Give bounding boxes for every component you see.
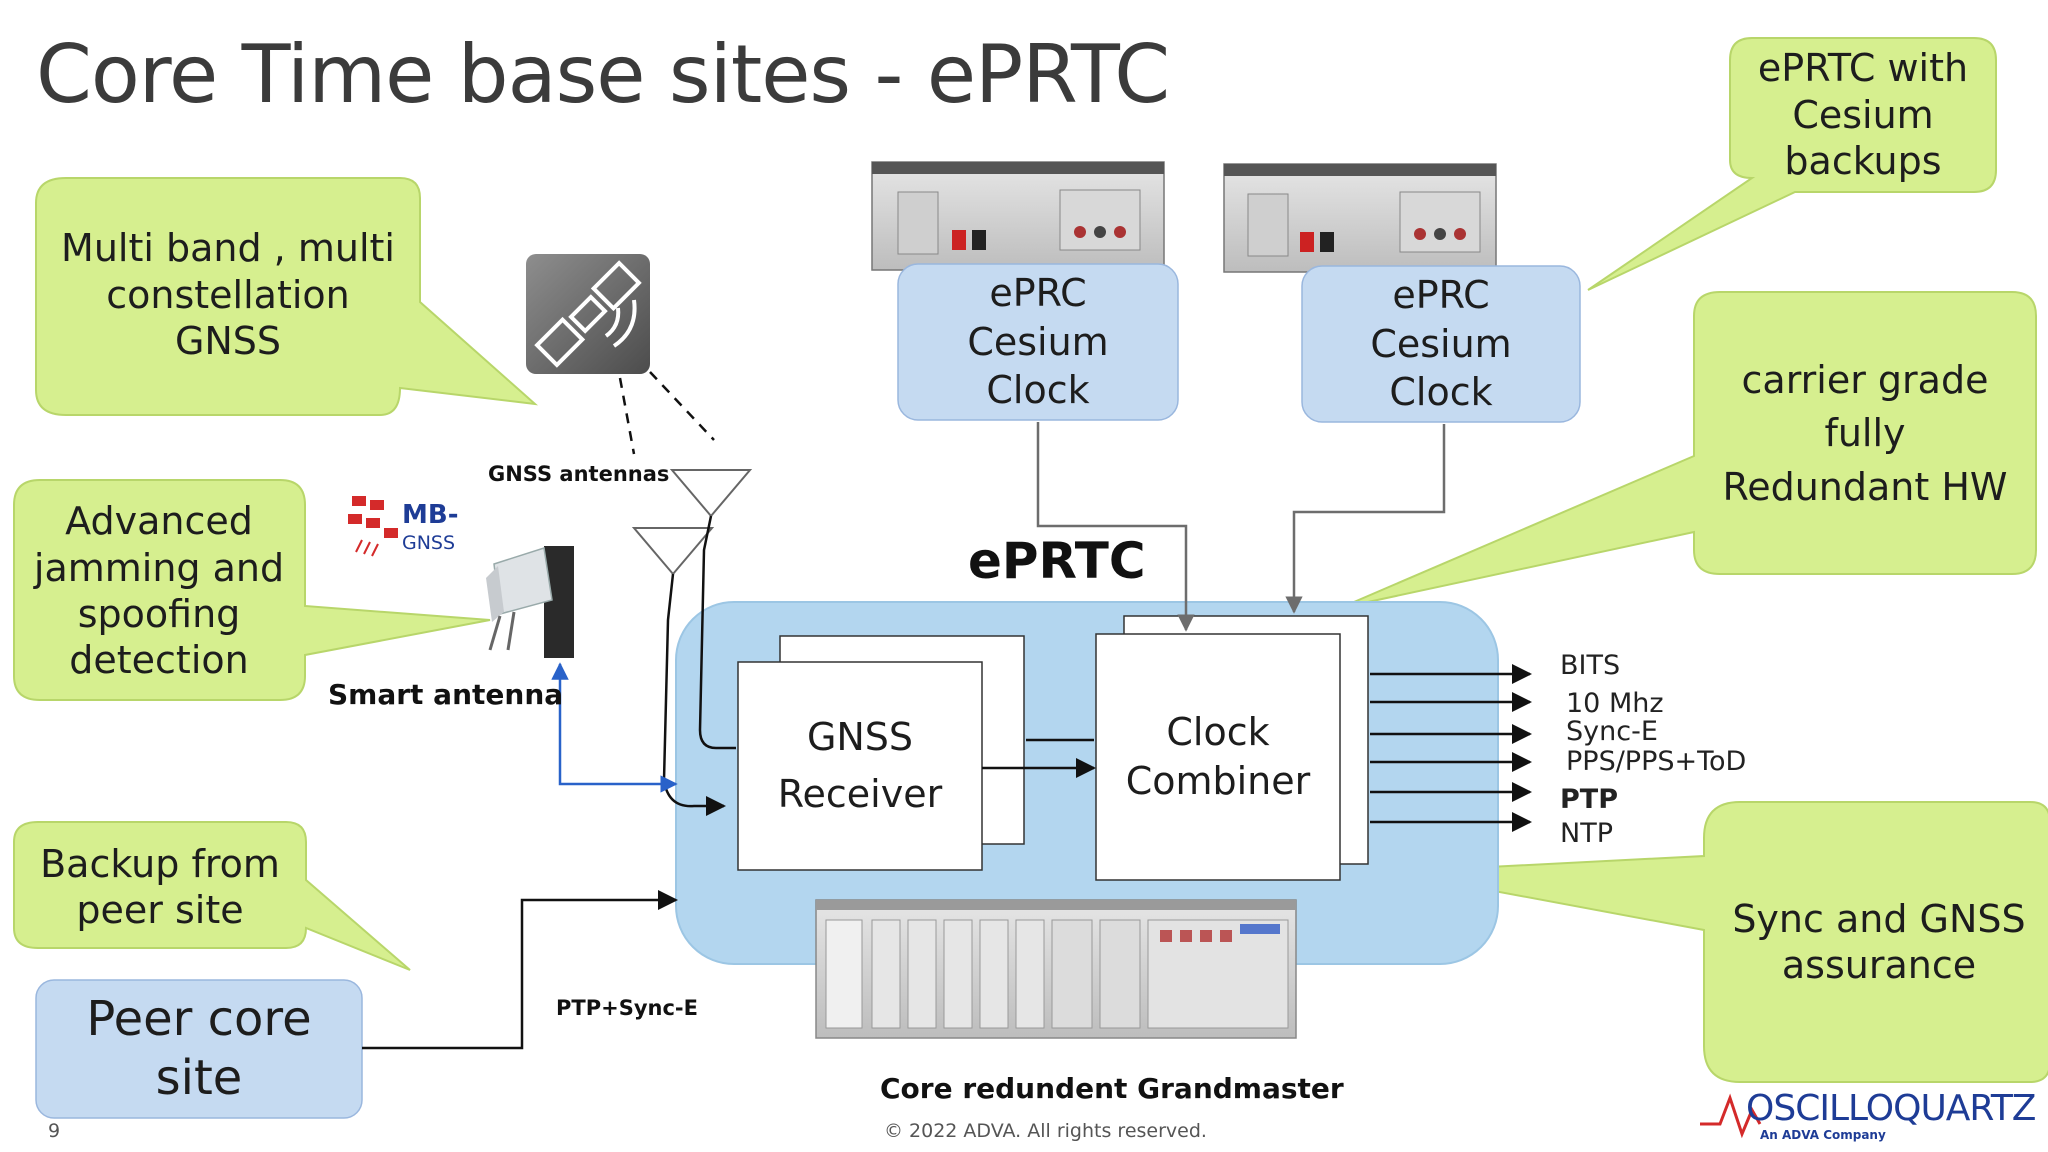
company-logo-subtitle: An ADVA Company (1760, 1128, 1886, 1142)
ptp-synce-label: PTP+Sync-E (556, 996, 698, 1020)
callout-cesium-shape (1587, 37, 1997, 291)
company-logo: OSCILLOQUARTZ (1746, 1088, 2036, 1129)
satellite-icon (526, 254, 650, 374)
cesium-clock-left-box[interactable] (897, 263, 1179, 421)
link-left-cesium-to-combiner (1036, 422, 1195, 632)
output-label-ptp: PTP (1560, 784, 1618, 815)
logo-wave-icon (1700, 1093, 1762, 1139)
link-peer-site-ptp (362, 890, 678, 1050)
callout-carrier-shape (1339, 291, 2037, 609)
cesium-rack-left-image (871, 161, 1165, 271)
callout-carrier-text: carrier grade fully Redundant HW (1722, 358, 2008, 509)
cesium-rack-right-image (1223, 163, 1497, 273)
satellite-signal-line-1 (618, 377, 636, 455)
output-label-10mhz: 10 Mhz (1566, 688, 1664, 719)
peer-site-label: Peer core site (86, 991, 312, 1106)
callout-gnss-text: Multi band , multi constellation GNSS (61, 226, 395, 364)
satellite-signal-line-2 (649, 371, 715, 441)
callout-jamming-text: Advanced jamming and spoofing detection (33, 499, 285, 683)
link-smart-antenna (551, 662, 678, 793)
grandmaster-rack-image (815, 899, 1297, 1039)
smart-antenna-label: Smart antenna (328, 678, 564, 711)
mb-gnss-label-bottom: GNSS (402, 532, 456, 554)
output-arrows (1370, 664, 1532, 832)
output-label-bits: BITS (1560, 650, 1621, 681)
link-antenna1-to-receiver (698, 515, 736, 750)
clock-combiner-box[interactable] (1095, 633, 1341, 881)
callout-jamming-shape (13, 479, 491, 701)
copyright: © 2022 ADVA. All rights reserved. (884, 1120, 1207, 1142)
output-label-pps: PPS/PPS+ToD (1566, 746, 1747, 777)
callout-gnss-shape (35, 177, 539, 416)
callout-assurance-shape (1391, 801, 2048, 1083)
smart-antenna-image (486, 546, 574, 658)
cesium-clock-right-label: ePRC Cesium Clock (1370, 273, 1512, 415)
page-number: 9 (48, 1120, 61, 1142)
gnss-antenna-1 (669, 469, 753, 518)
grandmaster-label: Core redundent Grandmaster (880, 1072, 1344, 1105)
gnss-receiver-box[interactable] (737, 661, 983, 871)
callout-assurance-text: Sync and GNSS assurance (1732, 896, 2026, 987)
cesium-clock-right-box[interactable] (1301, 265, 1581, 423)
gnss-antenna-2 (631, 527, 715, 576)
callout-cesium-text: ePRTC with Cesium backups (1757, 46, 1969, 184)
link-right-cesium-to-combiner (1285, 424, 1446, 614)
page-title: Core Time base sites - ePRTC (36, 28, 1170, 121)
mb-gnss-label-top: MB- (402, 500, 459, 530)
mb-gnss-icon (348, 496, 398, 557)
gnss-receiver-label: GNSS Receiver (777, 715, 943, 816)
callout-backup-text: Backup from peer site (40, 841, 280, 932)
callout-backup-shape (13, 821, 411, 971)
cesium-clock-left-label: ePRC Cesium Clock (967, 271, 1109, 413)
gnss-antennas-label: GNSS antennas (488, 462, 670, 486)
clock-combiner-label: Clock Combiner (1125, 710, 1311, 803)
output-label-ntp: NTP (1560, 818, 1613, 849)
eprtc-label: ePRTC (968, 532, 1146, 590)
output-label-synce: Sync-E (1566, 716, 1658, 747)
